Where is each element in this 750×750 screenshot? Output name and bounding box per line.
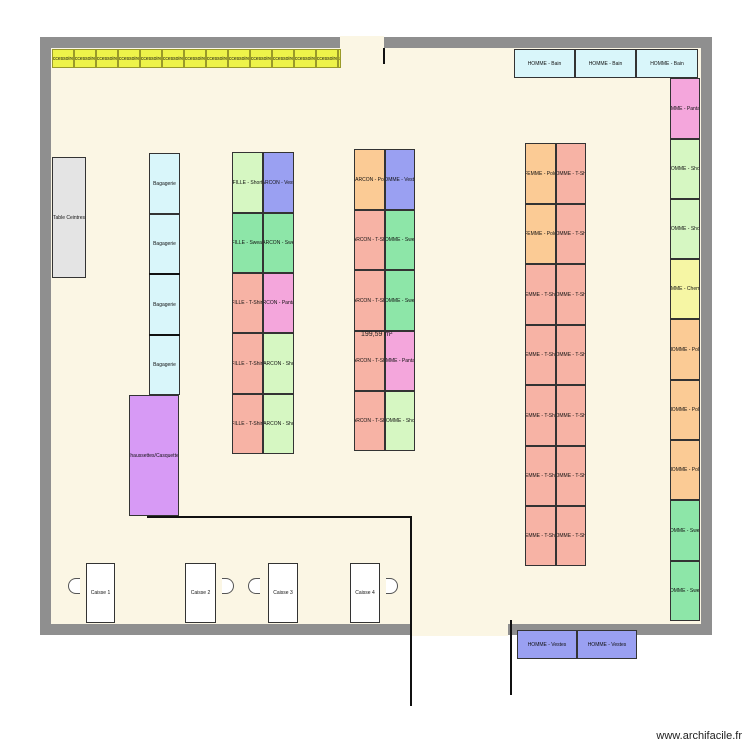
accessoires-shelf-8: Accessoires (228, 49, 250, 68)
caisse-1: Caisse 1 (86, 563, 115, 623)
caisse-2: Caisse 2 (185, 563, 216, 623)
homme-vestes-bottom-1: HOMME - Vestes (577, 630, 637, 659)
bagagerie-divider (149, 334, 180, 336)
garcon-gondola-0: GARCON - Vestes (263, 152, 294, 213)
right-col-4: HOMME - Polo (670, 319, 700, 380)
partition-wall-horizontal (147, 516, 412, 518)
femme-1: FEMME - Polo (525, 204, 556, 264)
garcon-left-2: GARCON - T-Shirt (354, 270, 385, 331)
fille-gondola-4: FILLE - T-Shirt (232, 394, 263, 454)
entrance-opening (412, 620, 508, 636)
wall-stub (383, 48, 385, 64)
area-label: 199,59 m² (361, 331, 393, 338)
femme-0: FEMME - Polo (525, 143, 556, 204)
bagagerie-2: Bagagerie (149, 274, 180, 335)
accessoires-shelf-2: Accessoires (96, 49, 118, 68)
homme-tshirt-1: HOMME - T-Shirt (556, 204, 586, 264)
accessoires-shelf-3: Accessoires (118, 49, 140, 68)
homme-mid-0: HOMME - Vestes (385, 149, 415, 210)
right-col-7: HOMME - Sweat (670, 500, 700, 561)
chair-icon (222, 578, 234, 594)
accessoires-shelf-0: Accessoires (52, 49, 74, 68)
right-col-1: HOMME - Short (670, 139, 700, 199)
homme-mid-4: HOMME - Short (385, 391, 415, 451)
femme-5: FEMME - T-Shirt (525, 446, 556, 506)
homme-vestes-bottom-0: HOMME - Vestes (517, 630, 577, 659)
right-col-3: HOMME - Chemise (670, 259, 700, 319)
accessoires-shelf-10: Accessoires (272, 49, 294, 68)
homme-tshirt-3: HOMME - T-Shirt (556, 325, 586, 385)
homme-tshirt-6: HOMME - T-Shirt (556, 506, 586, 566)
bagagerie-0: Bagagerie (149, 153, 180, 214)
bagagerie-1: Bagagerie (149, 214, 180, 274)
accessoires-shelf-12: Accessoires (316, 49, 338, 68)
garcon-left-3: GARCON - T-Shirt (354, 331, 385, 391)
garcon-gondola-2: GARCON - Pantalon (263, 273, 294, 333)
right-col-6: HOMME - Polo (670, 440, 700, 500)
fille-gondola-1: FILLE - Sweat (232, 213, 263, 273)
femme-4: FEMME - T-Shirt (525, 385, 556, 446)
table-ceintres: Table Ceintres (52, 157, 86, 278)
partition-wall-vertical (410, 516, 412, 706)
watermark: www.archifacile.fr (656, 730, 742, 742)
bagagerie-divider (149, 273, 180, 275)
right-col-0: HOMME - Pantalon (670, 78, 700, 139)
accessoires-shelf-7: Accessoires (206, 49, 228, 68)
right-col-2: HOMME - Short (670, 199, 700, 259)
accessoires-shelf-6: Accessoires (184, 49, 206, 68)
garcon-left-4: GARCON - T-Shirt (354, 391, 385, 451)
right-col-8: HOMME - Sweat (670, 561, 700, 621)
homme-tshirt-5: HOMME - T-Shirt (556, 446, 586, 506)
homme-tshirt-4: HOMME - T-Shirt (556, 385, 586, 446)
chair-icon (68, 578, 80, 594)
bagagerie-3: Bagagerie (149, 335, 180, 395)
garcon-left-1: GARCON - T-Shirt (354, 210, 385, 270)
homme-bain-1: HOMME - Bain (575, 49, 636, 78)
accessoires-shelf-13: Accessoires (338, 49, 341, 68)
femme-2: FEMME - T-Shirt (525, 264, 556, 325)
fille-gondola-0: FILLE - Short (232, 152, 263, 213)
femme-3: FEMME - T-Shirt (525, 325, 556, 385)
accessoires-shelf-9: Accessoires (250, 49, 272, 68)
chair-icon (248, 578, 260, 594)
chair-icon (386, 578, 398, 594)
caisse-3: Caisse 3 (268, 563, 298, 623)
entrance-wall-right (510, 620, 512, 695)
homme-mid-1: HOMME - Sweat (385, 210, 415, 270)
homme-tshirt-0: HOMME - T-Shirt (556, 143, 586, 204)
chaussettes-casquettes: Chaussettes/Casquettes (129, 395, 179, 516)
garcon-gondola-3: GARCON - Short (263, 333, 294, 394)
homme-mid-2: HOMME - Sweat (385, 270, 415, 331)
homme-mid-3: HOMME - Pantalon (385, 331, 415, 391)
femme-6: FEMME - T-Shirt (525, 506, 556, 566)
caisse-4: Caisse 4 (350, 563, 380, 623)
garcon-gondola-1: GARCON - Sweat (263, 213, 294, 273)
right-col-5: HOMME - Polo (670, 380, 700, 440)
accessoires-shelf-5: Accessoires (162, 49, 184, 68)
garcon-left-0: GARCON - Polo (354, 149, 385, 210)
homme-tshirt-2: HOMME - T-Shirt (556, 264, 586, 325)
homme-bain-2: HOMME - Bain (636, 49, 698, 78)
garcon-gondola-4: GARCON - Short (263, 394, 294, 454)
homme-bain-0: HOMME - Bain (514, 49, 575, 78)
fille-gondola-3: FILLE - T-Shirt (232, 333, 263, 394)
back-door-opening (340, 36, 384, 50)
accessoires-shelf-4: Accessoires (140, 49, 162, 68)
fille-gondola-2: FILLE - T-Shirt (232, 273, 263, 333)
accessoires-shelf-11: Accessoires (294, 49, 316, 68)
accessoires-shelf-1: Accessoires (74, 49, 96, 68)
